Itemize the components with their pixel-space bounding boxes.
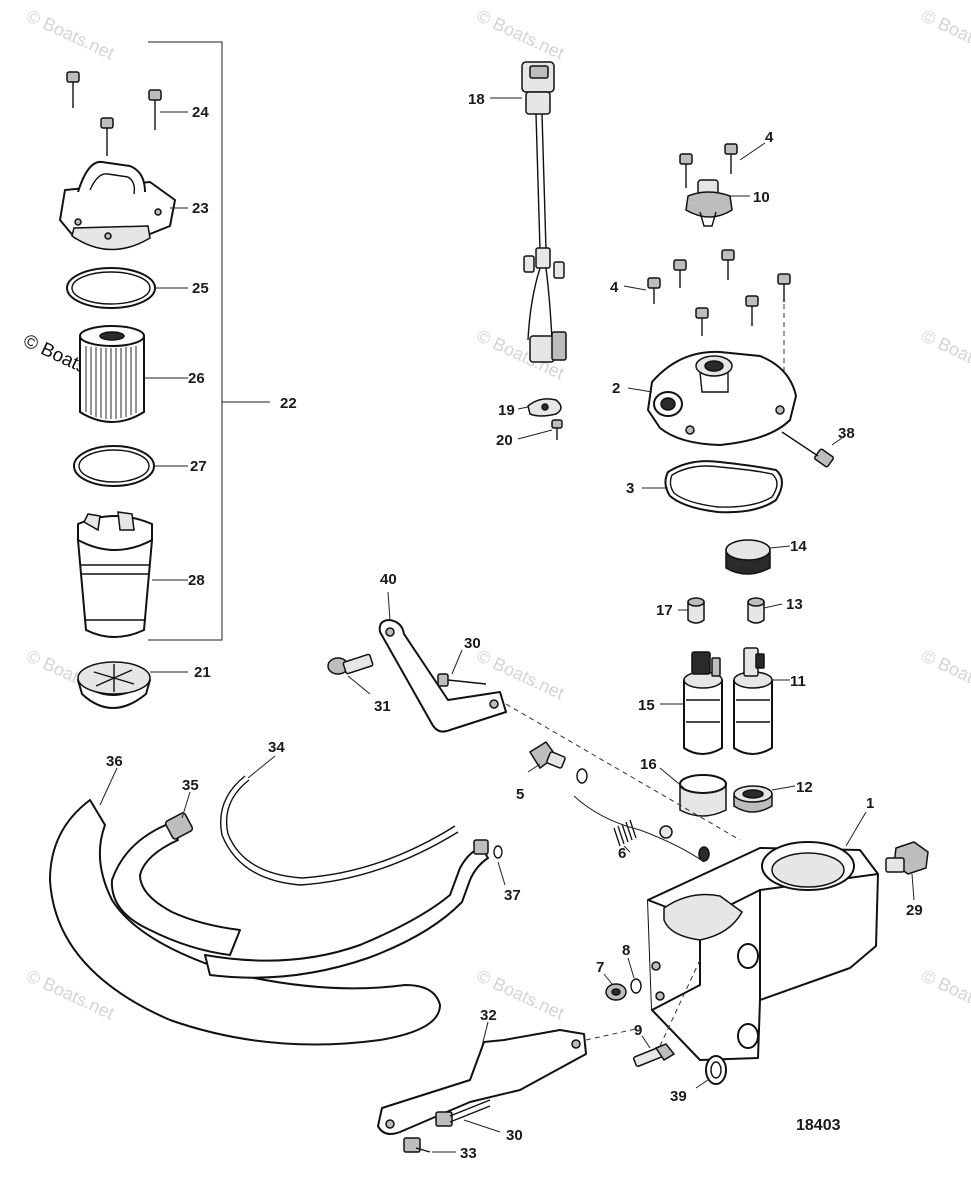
callout-30-lower: 30: [506, 1127, 523, 1144]
part-19-retainer: [517, 398, 562, 417]
callout-8: 8: [622, 942, 630, 959]
part-31-bolt: [327, 653, 374, 695]
callout-6: 6: [618, 845, 626, 862]
callout-34: 34: [268, 739, 285, 756]
part-18-wiring-harness: [490, 61, 567, 363]
callout-24: 24: [192, 104, 209, 121]
watermark: © Boats.net: [23, 5, 117, 63]
callout-labels: 24 23 25 26 22 27 28 21 18 19 20 4 10 4 …: [106, 91, 923, 1162]
callout-16: 16: [640, 756, 657, 773]
part-38-bolt: [781, 431, 843, 468]
callout-23: 23: [192, 200, 209, 217]
part-26-filter-element: [79, 325, 188, 423]
callout-31: 31: [374, 698, 391, 715]
callout-35: 35: [182, 777, 199, 794]
callout-29: 29: [906, 902, 923, 919]
part-40-bracket: [378, 591, 741, 841]
part-21-bowl-cap: [77, 661, 188, 709]
part-11-fuel-pump: [733, 647, 790, 755]
callout-38: 38: [838, 425, 855, 442]
part-14-cap: [725, 539, 791, 575]
callout-37: 37: [504, 887, 521, 904]
part-37-hose-fitting: [204, 839, 506, 979]
callout-32: 32: [480, 1007, 497, 1024]
callout-22: 22: [280, 395, 297, 412]
callout-11: 11: [790, 673, 806, 690]
part-29-plug: [885, 841, 929, 901]
watermark: © Boats.net: [918, 5, 971, 63]
callout-13: 13: [786, 596, 803, 613]
part-28-filter-bowl: [77, 511, 188, 638]
part-5-fitting: [527, 740, 588, 784]
callout-5: 5: [516, 786, 524, 803]
filter-assembly-bracket: [148, 41, 270, 641]
callout-3: 3: [626, 480, 634, 497]
callout-20: 20: [496, 432, 513, 449]
watermark: © Boats.net: [918, 965, 971, 1023]
part-17-bushing: [678, 597, 705, 624]
part-27-seal-ring: [73, 445, 188, 487]
callout-39: 39: [670, 1088, 687, 1105]
callout-7: 7: [596, 959, 604, 976]
callout-17: 17: [656, 602, 673, 619]
part-25-o-ring: [66, 267, 188, 309]
part-4-screws-top: [679, 142, 766, 188]
callout-28: 28: [188, 572, 205, 589]
callout-14: 14: [790, 538, 807, 555]
part-12-grommet: [733, 785, 796, 813]
part-35-fuel-hose: [110, 791, 241, 956]
part-1-pump-housing: [647, 811, 879, 1061]
part-39-washer: [695, 1055, 727, 1089]
callout-36: 36: [106, 753, 123, 770]
callout-1: 1: [866, 795, 874, 812]
callout-10: 10: [753, 189, 770, 206]
callout-4-top: 4: [765, 129, 774, 146]
callout-40: 40: [380, 571, 397, 588]
callout-12: 12: [796, 779, 813, 796]
part-23-filter-cover: [59, 160, 188, 251]
part-24-screws: [66, 71, 188, 156]
part-6-valve-spring: [573, 795, 710, 863]
callout-25: 25: [192, 280, 209, 297]
part-10-pressure-regulator: [685, 179, 750, 227]
callout-30-upper: 30: [464, 635, 481, 652]
part-33-bolt: [403, 1137, 456, 1153]
callout-33: 33: [460, 1145, 477, 1162]
callout-2: 2: [612, 380, 620, 397]
callout-19: 19: [498, 402, 515, 419]
callout-4-cover: 4: [610, 279, 619, 296]
part-15-fuel-pump: [660, 651, 723, 755]
callout-15: 15: [638, 697, 655, 714]
watermark: © Boats.net: [918, 325, 971, 383]
callout-9: 9: [634, 1022, 642, 1039]
part-7-plug: [603, 973, 627, 1001]
part-34-vent-line: [220, 755, 459, 886]
part-36-large-hose: [49, 767, 441, 1046]
watermark: © Boats.net: [918, 645, 971, 703]
drawing-number: 18403: [796, 1117, 841, 1134]
part-13-bushing: [747, 597, 783, 624]
watermark: © Boats.net: [473, 5, 567, 63]
callout-18: 18: [468, 91, 485, 108]
part-8-washer: [627, 957, 642, 994]
part-32-lower-bracket: [377, 1021, 641, 1135]
part-9-fitting: [632, 959, 701, 1068]
part-16-sleeve: [659, 767, 727, 817]
part-2-pump-cover: [627, 350, 797, 446]
callout-27: 27: [190, 458, 207, 475]
callout-26: 26: [188, 370, 205, 387]
part-30-bolt-upper: [437, 649, 487, 687]
part-3-cover-gasket: [642, 460, 783, 514]
part-30-bolt-lower: [435, 1099, 501, 1133]
callout-21: 21: [194, 664, 211, 681]
part-20-screw: [517, 419, 563, 440]
